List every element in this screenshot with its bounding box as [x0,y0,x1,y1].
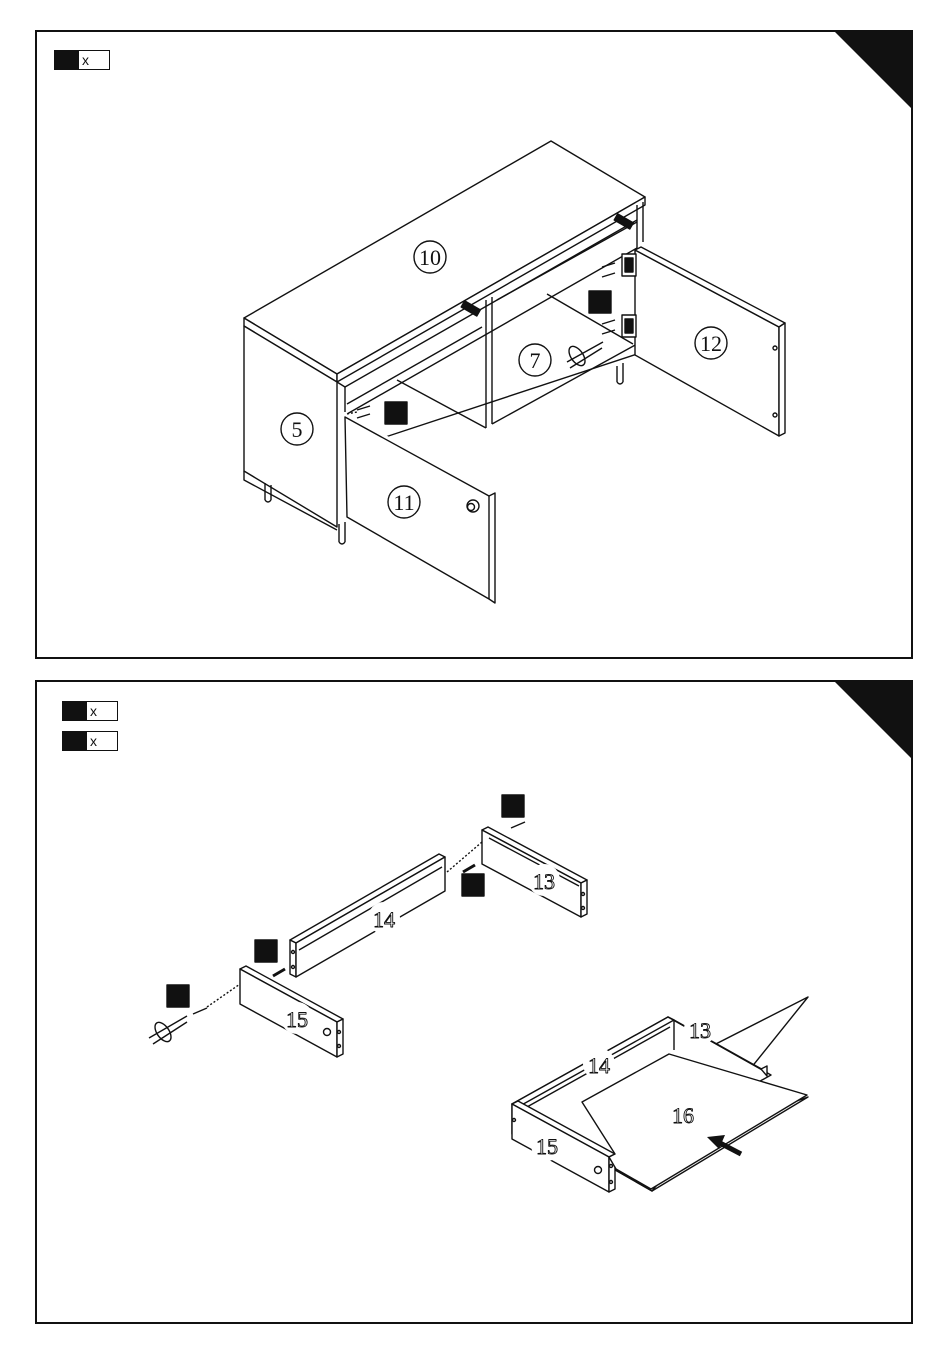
step-panel-2: x x [35,680,913,1324]
part-label-right-door: 12 [700,331,722,356]
screwdriver-icon [566,342,603,368]
assembled-label-back: 13 [689,1018,711,1043]
drawer-assembly-drawing: 14 13 15 13 14 15 16 [37,682,915,1326]
part-label-bottom: 16 [672,1103,694,1128]
step-panel-1: x [35,30,913,659]
part-label-shelf: 7 [530,348,541,373]
part-label-front: 15 [286,1007,308,1032]
part-label-side: 5 [292,417,303,442]
screwdriver-icon [149,1016,187,1044]
part-label-back: 13 [533,869,555,894]
assembled-label-side: 14 [588,1053,610,1078]
part-label-front-rail: 14 [373,907,395,932]
part-label-top: 10 [419,245,441,270]
assembled-label-front: 15 [536,1134,558,1159]
cabinet-door-assembly-drawing: 10 5 7 11 12 [37,32,915,661]
part-label-left-door: 11 [393,490,414,515]
